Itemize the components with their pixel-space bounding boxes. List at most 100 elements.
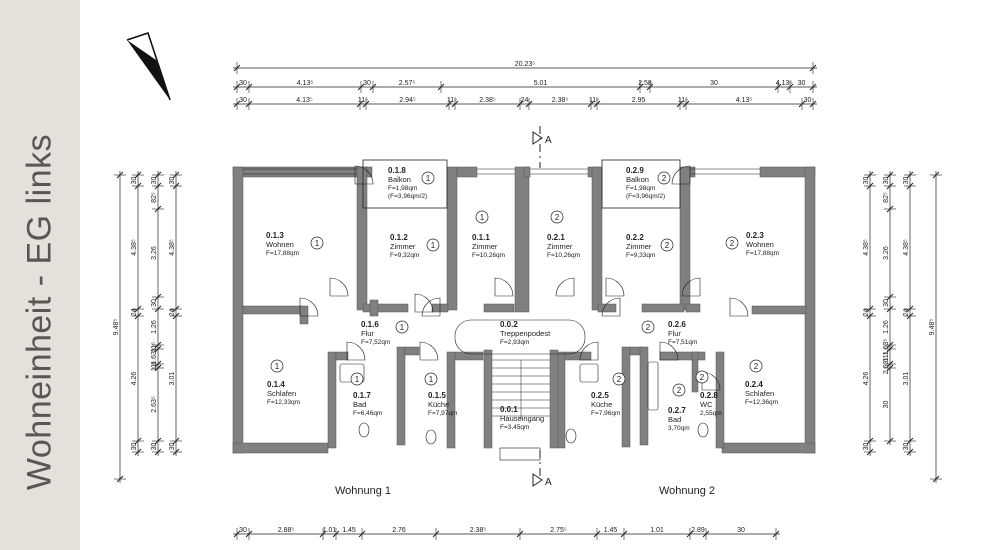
dimension-label: 2.63⁵ [883, 358, 890, 375]
dimension-label: 2.89 [691, 527, 705, 534]
entrance-step [499, 447, 541, 461]
unit-number: 2 [677, 386, 682, 395]
section-marker-bottom: A [532, 450, 552, 488]
wall-segment [456, 166, 478, 178]
unit-number: 2 [555, 213, 560, 222]
unit-number: 1 [355, 375, 360, 384]
room-area: F=7,96qm [591, 410, 620, 417]
wall-segment [804, 166, 816, 454]
room-name: Küche [428, 400, 449, 409]
door-swing [346, 341, 366, 361]
dimension-label: 82⁵ [883, 192, 890, 203]
dim-top-total: 20.23⁵ [233, 61, 817, 74]
room-name: Treppenpodest [500, 329, 551, 338]
dimension-label: 1.63⁵ [151, 348, 158, 365]
sanitary-fixture [579, 363, 599, 383]
unit-circle-icon [395, 320, 409, 334]
dimension-label: 30 [151, 443, 158, 451]
door-swing [494, 277, 514, 297]
dimension-label: 2.88⁵ [278, 527, 295, 534]
dimension-label: 30 [169, 177, 176, 185]
wall-segment [356, 166, 368, 311]
room-name: Zimmer [390, 242, 416, 251]
room-id: 0.0.2 [500, 320, 518, 329]
dimension-label: 11⁵ [151, 342, 158, 352]
dimension-label: 4.38⁵ [131, 239, 138, 256]
dimension-label: 4.38⁵ [903, 239, 910, 256]
dimension-label: 2.38⁵ [552, 97, 569, 104]
room-id: 0.2.6 [668, 320, 686, 329]
wall-segment [454, 351, 484, 361]
walls [232, 166, 816, 454]
dimension-label: 20.23⁵ [515, 61, 536, 68]
wall-segment [715, 351, 725, 449]
unit-number: 2 [665, 241, 670, 250]
wall-segment [232, 166, 368, 178]
room-name: Bad [668, 415, 681, 424]
fixtures [243, 159, 760, 461]
room-id: 0.1.4 [267, 380, 285, 389]
dimension-label: 30 [863, 443, 870, 451]
dimension-label: 2.38⁵ [470, 527, 487, 534]
room-area: F=7,97qm [428, 410, 457, 417]
dimension-label: 11⁵ [447, 97, 457, 104]
dimension-label: 3.01 [903, 372, 910, 386]
room-id: 0.1.5 [428, 391, 446, 400]
room-area: F=1,98qm [626, 185, 655, 192]
wall-segment [549, 349, 559, 449]
dimension-label: 30 [131, 177, 138, 185]
room-area-share: (F=3,96qm/2) [626, 193, 665, 200]
toilet-fixture [697, 422, 709, 438]
room-name: Wohnen [746, 240, 774, 249]
room-id: 0.1.2 [390, 233, 408, 242]
room-area: F=7,51qm [668, 339, 697, 346]
wall-segment [641, 303, 685, 313]
wall-segment [335, 351, 349, 361]
dimension-label: 4.38⁵ [863, 239, 870, 256]
toilet-fixture [358, 422, 370, 438]
room-id: 0.1.6 [361, 320, 379, 329]
dimension-label: 4.13⁵ [776, 80, 793, 87]
unit-circle-icon [350, 372, 364, 386]
unit-marker: 1 [424, 372, 438, 386]
wall-segment [232, 166, 244, 454]
wall-segment [621, 346, 631, 448]
dimension-label: 11⁵ [883, 351, 890, 361]
unit-circle-icon [550, 210, 564, 224]
dimension-label: 30 [151, 177, 158, 185]
dim-left-total: 9.48⁵ [113, 171, 126, 483]
door-swing [354, 165, 374, 185]
wall-segment [404, 346, 420, 356]
dimension-label: 30 [710, 80, 718, 87]
unit-number: 1 [429, 375, 434, 384]
unit-circle-icon [421, 171, 435, 185]
unit-number: 1 [400, 323, 405, 332]
unit-number: 1 [275, 362, 280, 371]
wall-segment [591, 166, 603, 311]
unit-circle-icon [749, 359, 763, 373]
unit-marker: 2 [550, 210, 564, 224]
dimension-label: 24 [863, 309, 870, 317]
dimension-label: 30 [239, 80, 247, 87]
room-name: Küche [591, 400, 612, 409]
wall-segment [691, 351, 699, 393]
dimension-label: 1.01 [650, 527, 664, 534]
room-id: 0.2.1 [547, 233, 565, 242]
wall-segment [514, 166, 530, 313]
sidebar-panel: Wohneinheit - EG links [0, 0, 80, 550]
toilet-fixture [425, 429, 437, 445]
unit-circle-icon [660, 238, 674, 252]
dimension-label: 4.13⁵ [296, 97, 313, 104]
unit-number: 2 [700, 373, 705, 382]
room-name: Zimmer [547, 242, 573, 251]
